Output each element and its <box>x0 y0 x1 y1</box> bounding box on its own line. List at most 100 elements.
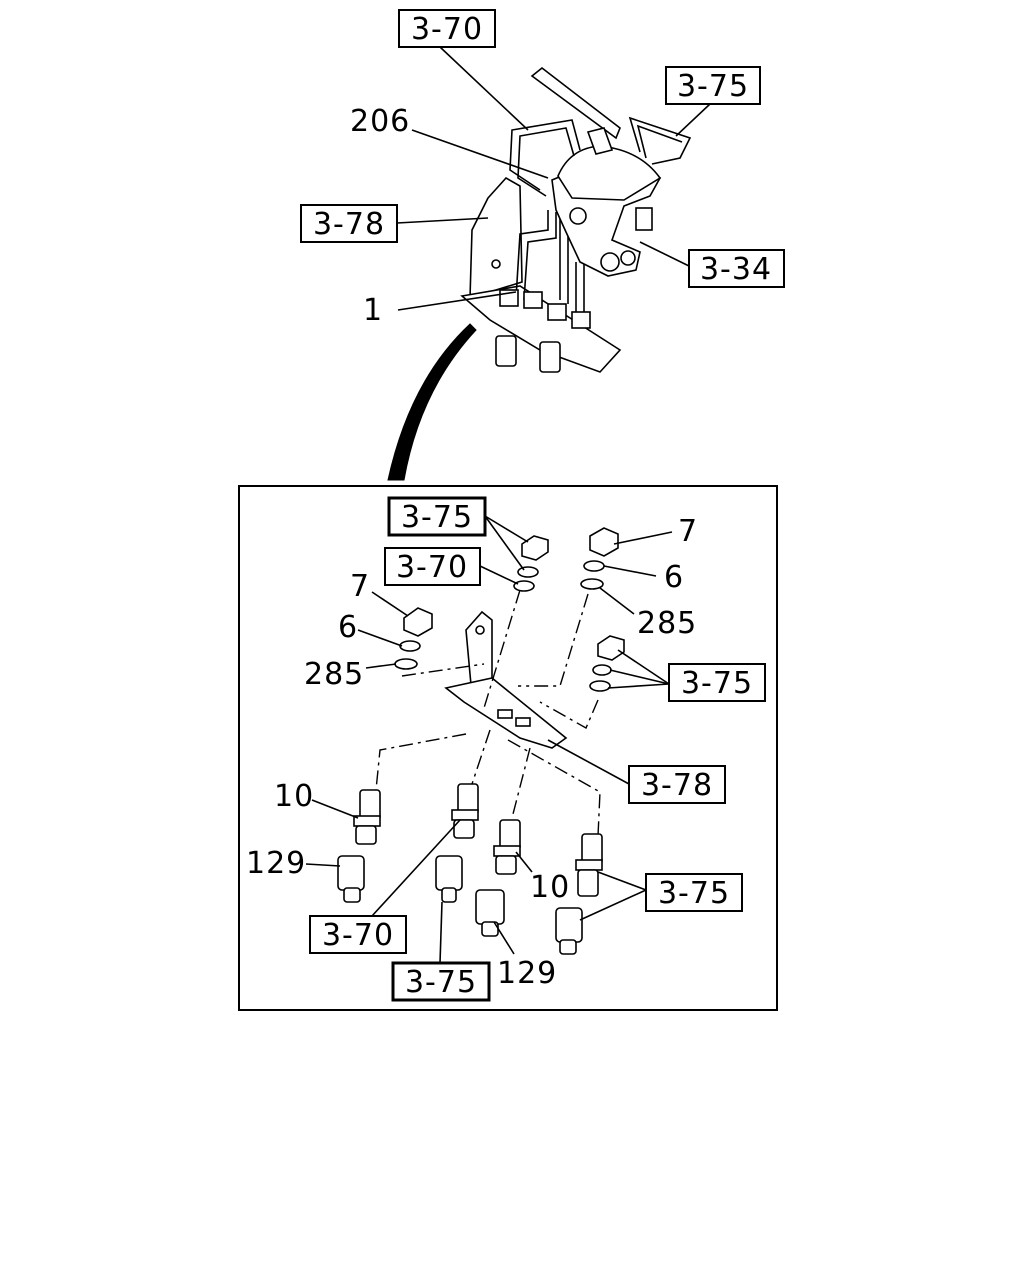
washer-3-75-right-1 <box>592 664 612 676</box>
part-10-left-label: 10 <box>274 779 314 814</box>
leader-6-left <box>357 629 403 647</box>
union-mid <box>451 783 479 839</box>
leader-10-left <box>311 799 359 819</box>
pipe-a2 <box>523 212 557 301</box>
ref-box-3-75-top <box>665 66 761 105</box>
support-bracket <box>469 176 523 300</box>
nut-7-left <box>403 607 433 637</box>
ref-3-34-top: 3-34 <box>700 252 772 287</box>
leader-3-34-top <box>639 241 690 267</box>
part-7-left-label: 7 <box>350 569 370 604</box>
lever-arm <box>586 127 614 155</box>
part-6-right-label: 6 <box>664 560 684 595</box>
tube-loop-left <box>509 119 581 191</box>
ref-3-70-detail-top: 3-70 <box>396 550 468 585</box>
part-6-left-label: 6 <box>338 610 358 645</box>
washer-6-left <box>399 640 421 652</box>
washer-285-left <box>394 658 418 670</box>
washer-3-75-right-2 <box>589 680 611 692</box>
detail-rail-slot-1 <box>497 709 513 719</box>
leader-3-70-top <box>479 565 519 585</box>
top-assembly: 3-70 3-75 3-78 3-34 206 1 <box>300 9 785 373</box>
ref-3-78-detail: 3-78 <box>641 768 713 803</box>
pipe-a <box>515 210 549 299</box>
part-10-center-label: 10 <box>530 870 570 905</box>
leader-3-75-right-b <box>609 669 670 685</box>
nut-7-right <box>589 527 619 557</box>
nut-3-75-top <box>521 535 549 561</box>
ref-box-3-70-detail-bottom <box>309 915 407 954</box>
leader-3-70-bottom <box>371 819 461 917</box>
ref-3-70-top: 3-70 <box>411 12 483 47</box>
detail-pointer-arrow <box>387 323 477 481</box>
centerline-down-mid <box>469 729 491 791</box>
nut-3-75-right <box>597 635 625 661</box>
union-left <box>353 789 381 845</box>
leader-10-center <box>515 851 533 873</box>
union-center <box>493 819 521 875</box>
leader-3-78-detail <box>547 739 630 785</box>
leader-3-75-top-a <box>484 515 529 543</box>
leader-129-center <box>493 921 515 955</box>
leader-285-right <box>599 587 635 615</box>
ref-box-3-75-detail-right <box>668 663 766 702</box>
centerline-top-right <box>518 593 589 687</box>
washer-3-70-top <box>513 580 535 592</box>
ref-3-75-detail-right: 3-75 <box>681 666 753 701</box>
rail-nut-3 <box>547 303 567 321</box>
lower-fitting-1 <box>495 335 517 367</box>
connector-mid <box>435 855 463 903</box>
leader-206 <box>411 129 549 179</box>
valve-side-block <box>635 207 653 231</box>
centerline-down-left <box>375 733 467 791</box>
leader-7-right <box>613 531 673 545</box>
valve-fitting <box>569 207 587 225</box>
ref-3-75-top: 3-75 <box>677 69 749 104</box>
centerline-down-right <box>507 739 601 837</box>
part-1-label: 1 <box>363 293 383 328</box>
leader-3-75-top <box>675 103 711 137</box>
part-7-right-label: 7 <box>678 514 698 549</box>
leader-3-78-top <box>396 217 489 224</box>
rail-nut-2 <box>523 291 543 309</box>
part-285-left-label: 285 <box>304 657 364 692</box>
centerline-down-mid2 <box>511 747 531 819</box>
centerline-left-nut <box>401 663 485 677</box>
lever-pad <box>530 66 621 140</box>
ref-box-3-70-top <box>398 9 496 48</box>
leader-6-right <box>603 565 657 577</box>
connector-right <box>555 907 583 955</box>
valve-port-1 <box>600 252 620 272</box>
part-206-label: 206 <box>350 104 410 139</box>
leader-3-75-bottom-right-b <box>579 889 647 921</box>
ref-3-75-detail-bottom-right: 3-75 <box>658 876 730 911</box>
washer-285-right <box>580 578 604 590</box>
washer-3-75-top <box>517 566 539 578</box>
leader-3-75-top-b <box>484 515 525 571</box>
tube-loop-left-2 <box>517 127 575 197</box>
leader-3-75-bottom <box>439 901 443 964</box>
tube-loop-right <box>628 116 692 165</box>
tube-loop-right-2 <box>636 124 683 159</box>
part-129-center-label: 129 <box>497 956 557 991</box>
ref-box-3-75-detail-bottom-right <box>645 873 743 912</box>
leader-129-left <box>305 863 341 867</box>
part-285-right-label: 285 <box>637 606 697 641</box>
rail-plate <box>460 285 622 373</box>
ref-3-75-detail-top: 3-75 <box>401 500 473 535</box>
washer-6-right <box>583 560 605 572</box>
centerline-top-mid <box>483 589 521 709</box>
connector-left <box>337 855 365 903</box>
detail-bracket-hole <box>475 625 485 635</box>
ref-box-3-78-top <box>300 204 398 243</box>
rail-nut-4 <box>571 311 591 329</box>
part-129-left-label: 129 <box>246 846 306 881</box>
leader-7-left <box>371 591 409 617</box>
ref-box-3-70-detail-top <box>384 547 481 586</box>
centerline-right <box>539 699 599 729</box>
leader-3-75-right-c <box>607 683 670 689</box>
lower-fitting-2 <box>539 341 561 373</box>
union-right <box>575 833 603 897</box>
ref-3-75-detail-bottom: 3-75 <box>405 965 477 1000</box>
ref-box-3-34-top <box>688 249 785 288</box>
